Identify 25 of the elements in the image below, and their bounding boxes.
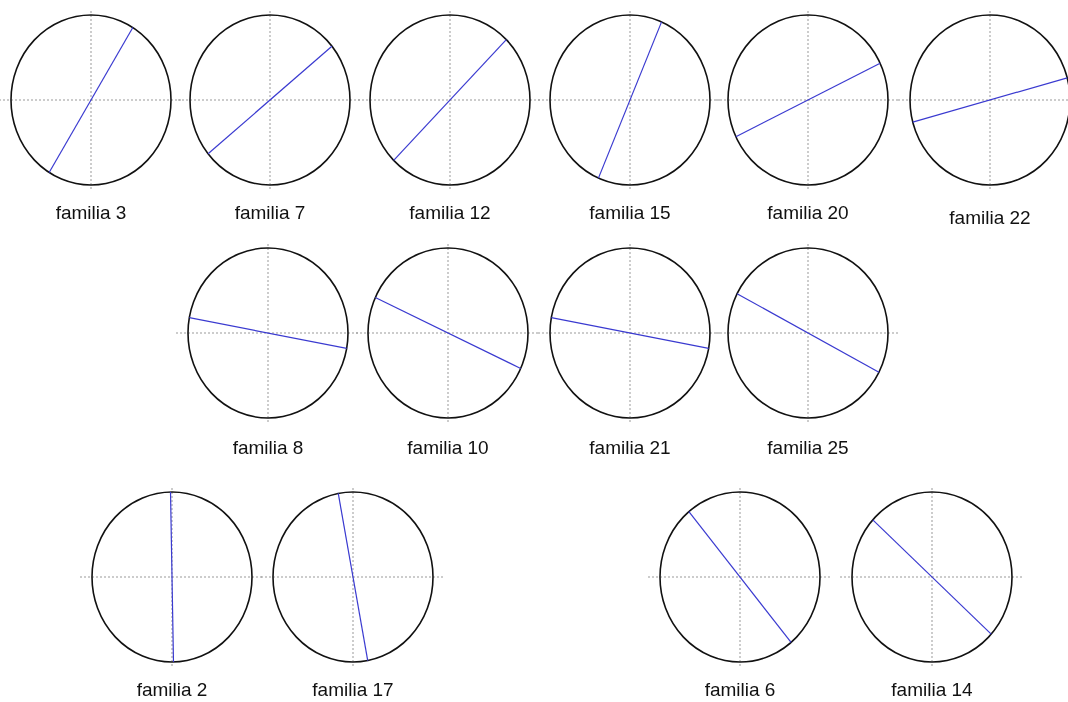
stereonet-drawing	[356, 244, 540, 422]
stereonet-drawing	[840, 488, 1024, 666]
plot-caption: familia 25	[767, 437, 849, 459]
plot-caption: familia 22	[949, 207, 1031, 229]
stereonet-drawing	[0, 11, 183, 189]
plot-caption: familia 12	[409, 202, 491, 224]
stereonet-drawing	[898, 11, 1068, 189]
plot-caption: familia 15	[589, 202, 671, 224]
plot-caption: familia 6	[704, 679, 776, 701]
plot-caption: familia 20	[767, 202, 849, 224]
stereonet-drawing	[80, 488, 264, 666]
stereonet-drawing	[648, 488, 832, 666]
stereonet-drawing	[538, 11, 722, 189]
plot-caption: familia 2	[136, 679, 208, 701]
plot-caption: familia 3	[55, 202, 127, 224]
stereonet-drawing	[538, 244, 722, 422]
stereonet-drawing	[261, 488, 445, 666]
plot-caption: familia 8	[232, 437, 304, 459]
plot-caption: familia 7	[234, 202, 306, 224]
stereonet-drawing	[716, 244, 900, 422]
plot-caption: familia 10	[407, 437, 489, 459]
plot-caption: familia 21	[589, 437, 671, 459]
plot-caption: familia 14	[891, 679, 973, 701]
stereonet-drawing	[716, 11, 900, 189]
plot-caption: familia 17	[312, 679, 394, 701]
